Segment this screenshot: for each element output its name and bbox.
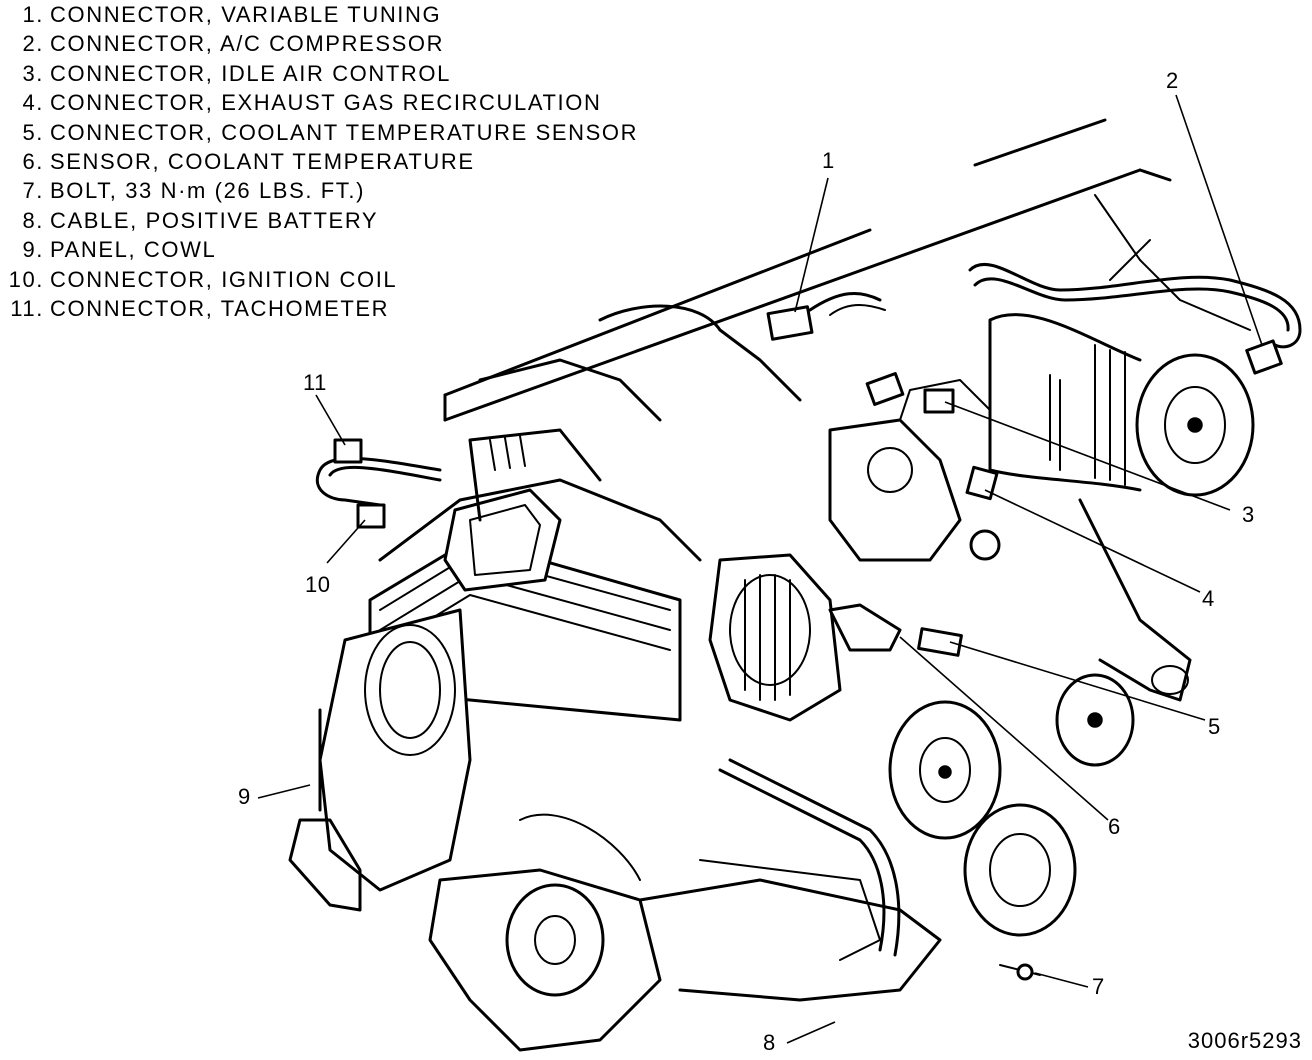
leader-lines	[257, 94, 1263, 1044]
battery-cable	[519, 758, 901, 957]
legend-item: 7.BOLT, 33 N·m (26 LBS. FT.)	[22, 178, 366, 204]
ac-compressor	[988, 313, 1255, 702]
cowl-panel-lines	[443, 118, 1251, 422]
coolant-sensor	[828, 603, 963, 657]
throttle-body	[828, 372, 1001, 562]
callout-3: 3	[1242, 502, 1255, 527]
callout-6: 6	[1108, 814, 1121, 839]
figure-code: 3006r5293	[1187, 1028, 1302, 1053]
legend-item: 4.CONNECTOR, EXHAUST GAS RECIRCULATION	[22, 90, 602, 116]
starter-motor	[428, 859, 942, 1052]
callout-9: 9	[238, 784, 251, 809]
callout-2: 2	[1166, 68, 1179, 93]
legend-item: 9.PANEL, COWL	[22, 237, 217, 263]
legend-item: 6.SENSOR, COOLANT TEMPERATURE	[22, 148, 475, 174]
legend-item: 2.CONNECTOR, A/C COMPRESSOR	[22, 31, 445, 57]
variable-tuning-connector	[766, 291, 886, 341]
legend-item: 11.CONNECTOR, TACHOMETER	[10, 295, 390, 321]
legend-item: 1.CONNECTOR, VARIABLE TUNING	[22, 2, 442, 27]
alternator	[708, 553, 842, 722]
pulleys	[888, 673, 1135, 937]
callout-11: 11	[303, 370, 327, 395]
callout-7: 7	[1092, 974, 1105, 999]
legend-list: 1.CONNECTOR, VARIABLE TUNING 2.CONNECTOR…	[2, 0, 638, 323]
wiring-harness	[316, 262, 1302, 529]
callout-4: 4	[1202, 586, 1215, 611]
legend-item: 8.CABLE, POSITIVE BATTERY	[22, 207, 379, 233]
callout-8: 8	[763, 1030, 776, 1055]
front-cover	[288, 608, 472, 912]
callout-10: 10	[305, 572, 331, 597]
callout-5: 5	[1208, 714, 1221, 739]
legend-item: 3.CONNECTOR, IDLE AIR CONTROL	[22, 60, 451, 86]
legend-item: 10.CONNECTOR, IGNITION COIL	[8, 266, 398, 292]
legend-item: 5.CONNECTOR, COOLANT TEMPERATURE SENSOR	[22, 119, 639, 145]
callout-1: 1	[822, 148, 835, 173]
